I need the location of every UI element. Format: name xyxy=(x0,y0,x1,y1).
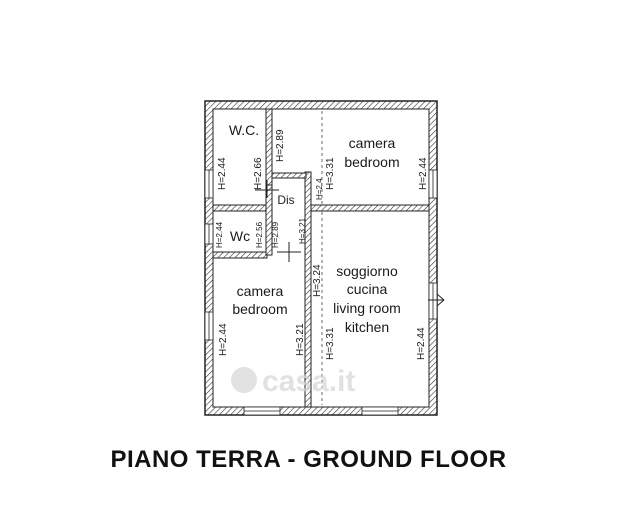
room-label-bedroom-left-2: bedroom xyxy=(232,301,287,317)
outer-walls xyxy=(204,100,438,416)
height-label-wc-small-a: H=2.56 xyxy=(255,221,264,248)
section-marks xyxy=(255,180,301,262)
room-label-bedroom-top-2: bedroom xyxy=(344,154,399,170)
room-label-living-4: kitchen xyxy=(345,319,389,335)
watermark: casa.it xyxy=(231,365,355,398)
height-label-bedroom-left-right: H=3.21 xyxy=(295,323,306,356)
room-label-bedroom-left-1: camera xyxy=(237,283,284,299)
room-label-living-2: cucina xyxy=(347,281,388,297)
height-label-bedroom-top-b: H=2.4 xyxy=(315,178,324,200)
height-label-living-left: H=3.31 xyxy=(325,327,336,360)
floor-plan-caption: PIANO TERRA - GROUND FLOOR xyxy=(110,446,507,473)
height-label-corridor-small: H=3.21 xyxy=(298,217,307,244)
floor-plan: casa.it W.C. camera bedroom Dis Wc camer… xyxy=(204,100,445,416)
room-label-wc-small: Wc xyxy=(230,228,250,244)
height-label-wc-small-b: H=2.89 xyxy=(271,221,280,248)
room-labels: W.C. camera bedroom Dis Wc camera bedroo… xyxy=(229,122,401,335)
height-label-corridor-top: H=2.89 xyxy=(275,129,286,162)
height-label-bedroom-top-right: H=2.44 xyxy=(418,157,429,190)
windows xyxy=(204,169,438,416)
height-label-wc-small-left: H=2.44 xyxy=(215,221,224,248)
room-label-dis: Dis xyxy=(277,193,294,207)
height-label-bedroom-top-a: H=3.31 xyxy=(325,157,336,190)
height-label-living-right: H=2.44 xyxy=(416,327,427,360)
entrance-arrow-icon xyxy=(428,293,445,307)
height-label-wc-top-inner: H=2.66 xyxy=(253,157,264,190)
room-label-bedroom-top-1: camera xyxy=(349,135,396,151)
height-label-living-a: H=3.24 xyxy=(312,264,323,297)
height-labels: H=2.44 H=2.66 H=2.89 H=3.31 H=2.4 H=2.44… xyxy=(215,129,429,360)
watermark-text: casa.it xyxy=(262,365,355,398)
room-label-living-1: soggiorno xyxy=(336,263,398,279)
interior-walls xyxy=(212,108,430,408)
room-label-living-3: living room xyxy=(333,300,401,316)
room-label-wc-top: W.C. xyxy=(229,122,259,138)
height-label-bedroom-left-left: H=2.44 xyxy=(218,323,229,356)
height-label-wc-top-left: H=2.44 xyxy=(217,157,228,190)
